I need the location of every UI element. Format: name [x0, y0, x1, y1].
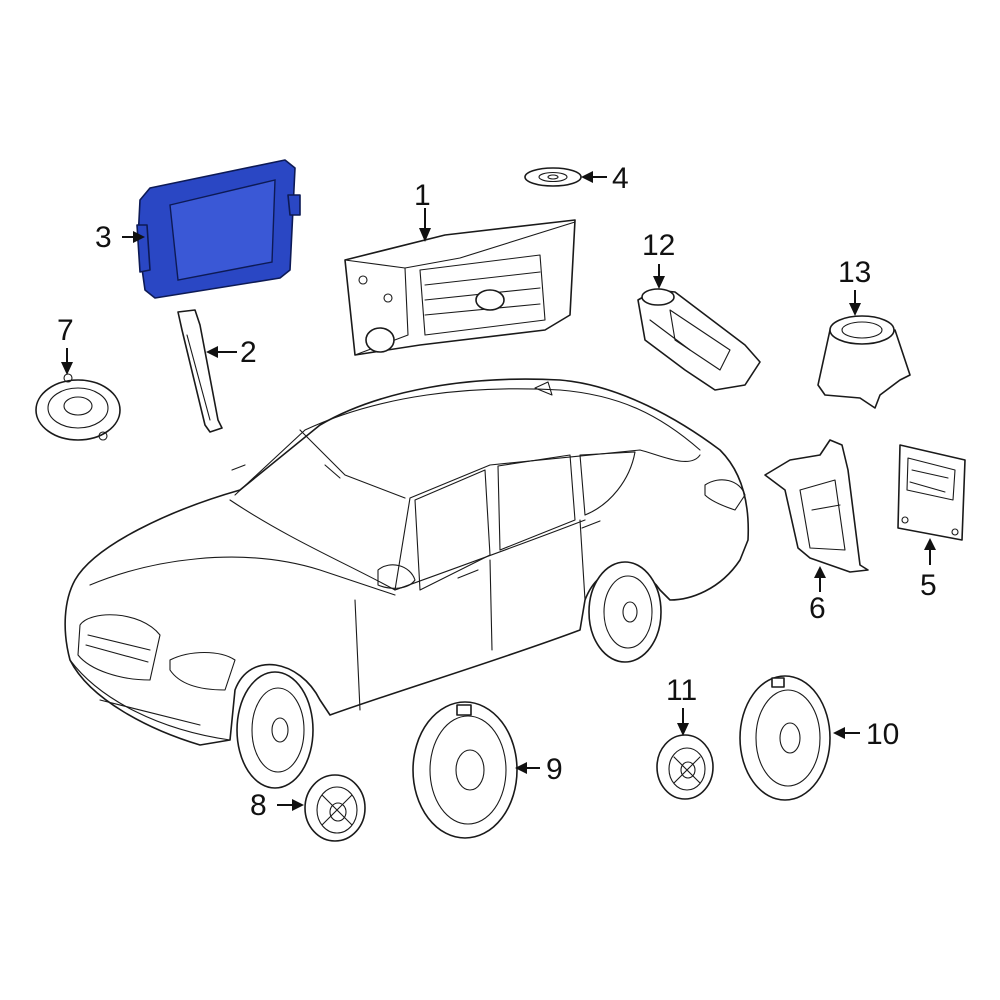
callout-6: 6	[809, 592, 826, 625]
speaker-7	[35, 373, 121, 441]
console-bezel	[637, 288, 761, 391]
display-unit-highlighted	[136, 159, 301, 299]
callout-2: 2	[240, 336, 257, 369]
speaker-8	[304, 774, 366, 842]
callout-3: 3	[95, 221, 112, 254]
callout-4: 4	[612, 162, 629, 195]
support-bracket	[764, 439, 869, 573]
callout-7: 7	[57, 314, 74, 347]
vehicle-outline	[64, 378, 750, 789]
callout-1: 1	[414, 179, 431, 212]
callout-labels: 1 2 3 4 5 6 7 8 9 10 11 12 13	[57, 162, 937, 822]
callout-8: 8	[250, 789, 267, 822]
radio-head-unit	[344, 219, 576, 356]
control-module	[897, 444, 966, 541]
callout-13: 13	[838, 256, 871, 289]
callout-10: 10	[866, 718, 899, 751]
washer-part	[524, 167, 582, 187]
callout-11: 11	[666, 674, 697, 707]
speaker-9	[412, 701, 518, 839]
speaker-11	[656, 734, 714, 800]
callout-12: 12	[642, 229, 675, 262]
speaker-cover	[817, 315, 911, 409]
callout-5: 5	[920, 569, 937, 602]
mounting-bracket	[177, 309, 223, 433]
callout-9: 9	[546, 753, 563, 786]
callout-arrows	[61, 171, 936, 811]
speaker-10	[739, 675, 831, 801]
